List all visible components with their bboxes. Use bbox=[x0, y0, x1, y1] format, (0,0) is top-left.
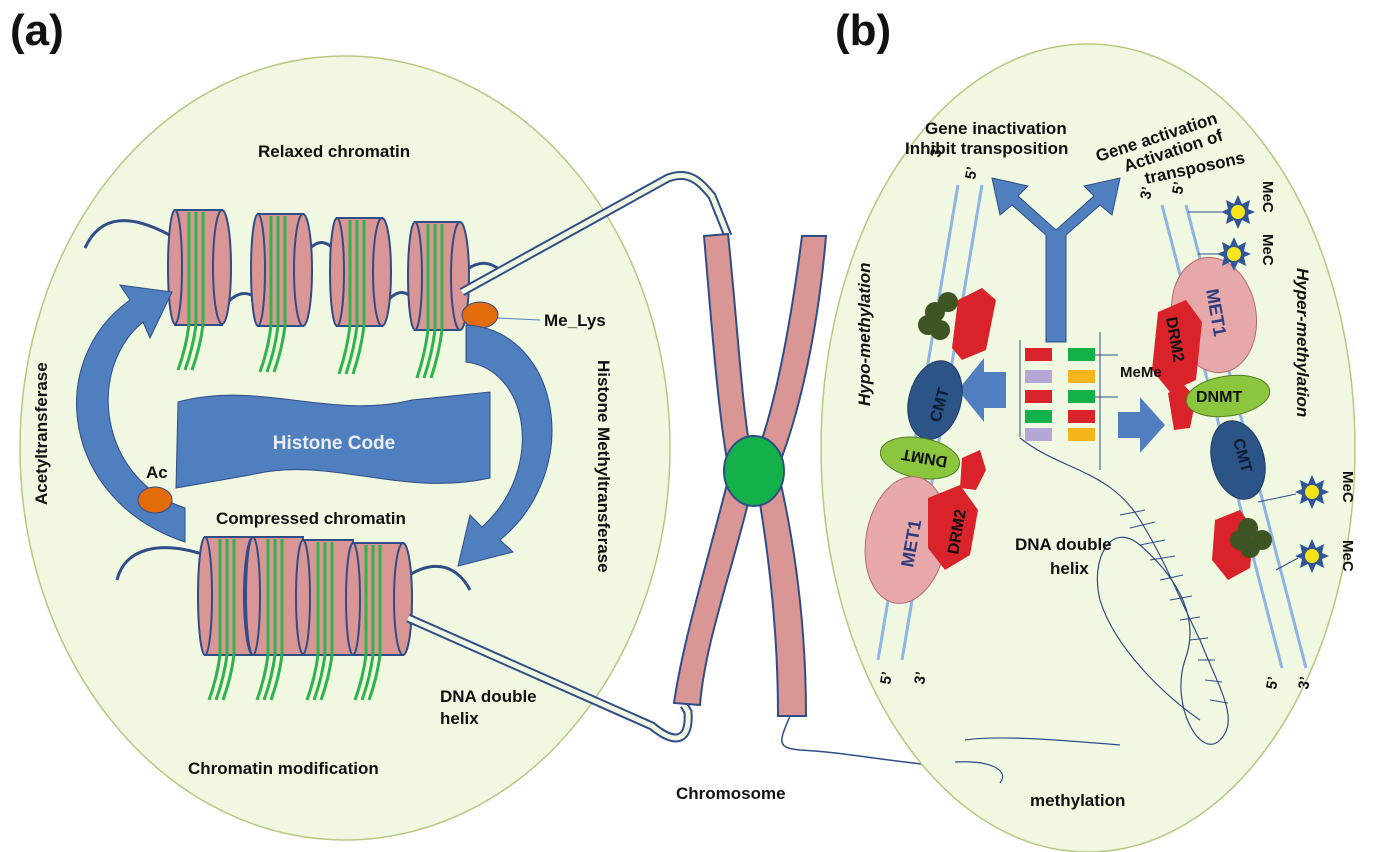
end-label-3-bottom-left: 3’ bbox=[911, 670, 930, 685]
acetyltransferase-label: Acetyltransferase bbox=[32, 362, 51, 505]
cmt-protein-right bbox=[1210, 420, 1266, 500]
drm2-protein-left bbox=[928, 485, 978, 570]
nucleosome bbox=[407, 221, 470, 379]
end-label-3-bottom-right: 3’ bbox=[1295, 675, 1314, 690]
panel-label-a: (a) bbox=[10, 6, 64, 55]
acetyltransferase-arrow bbox=[76, 284, 186, 543]
compressed-chromatin-label: Compressed chromatin bbox=[216, 509, 406, 528]
relaxed-dna-linker bbox=[83, 219, 501, 304]
me-lys-label: Me_Lys bbox=[544, 311, 606, 330]
compressed-nucleosomes bbox=[197, 536, 413, 701]
panel-label-b: (b) bbox=[835, 6, 891, 55]
ac-marker bbox=[137, 486, 173, 514]
panel-a: Me_Lys Histone Code Ac bbox=[19, 55, 733, 841]
end-label-5-bottom-right: 5’ bbox=[1263, 675, 1282, 690]
mec-label-2: MeC bbox=[1259, 234, 1276, 266]
end-label-3-top-right: 3’ bbox=[1137, 185, 1156, 200]
hyper-methylation-label: Hyper-methylation bbox=[1293, 268, 1312, 417]
histone-methyltransferase-label: Histone Methyltransferase bbox=[594, 360, 613, 573]
mec-label-3: MeC bbox=[1339, 471, 1356, 503]
end-label-3-top-left: 3’ bbox=[927, 143, 946, 158]
ac-label: Ac bbox=[146, 463, 168, 482]
chromosome-label: Chromosome bbox=[676, 784, 786, 803]
nucleosome bbox=[167, 209, 232, 371]
end-label-5-top-right: 5’ bbox=[1169, 180, 1188, 195]
hyper-proteins: MET1 DRM2 DNMT CMT bbox=[1152, 256, 1272, 580]
arrow-to-hyper bbox=[1118, 397, 1165, 453]
nucleosome bbox=[295, 539, 354, 701]
nucleosome bbox=[243, 536, 304, 701]
hypo-proteins: CMT DNMT MET1 DRM2 bbox=[864, 288, 996, 604]
histone-code-label: Histone Code bbox=[273, 433, 395, 454]
nucleosome bbox=[329, 217, 392, 375]
relaxed-chromatin-label: Relaxed chromatin bbox=[258, 142, 410, 161]
methylation-label: methylation bbox=[1030, 791, 1125, 810]
me-lys-marker bbox=[461, 301, 499, 329]
centromere bbox=[723, 435, 785, 507]
nucleosome bbox=[197, 536, 254, 701]
end-label-5-top-left: 5’ bbox=[962, 165, 981, 180]
meme-label: MeMe bbox=[1120, 364, 1162, 381]
mec-label-4: MeC bbox=[1339, 540, 1356, 572]
panel-b: CMT DNMT MET1 DRM2 MET1 DRM2 DNMT CMT bbox=[820, 43, 1356, 852]
inhibit-transposition-label: Inhibit transposition bbox=[905, 139, 1068, 158]
gene-inactivation-label: Gene inactivation bbox=[925, 119, 1067, 138]
dnmt-protein-right bbox=[1185, 374, 1271, 418]
nucleosome bbox=[345, 542, 413, 701]
end-label-5-bottom-left: 5’ bbox=[877, 670, 896, 685]
methylation-bars bbox=[1019, 332, 1118, 470]
relaxed-nucleosomes bbox=[167, 209, 470, 379]
dnmt-label-right: DNMT bbox=[1196, 389, 1242, 406]
dna-double-label-b: DNA double bbox=[1015, 535, 1112, 554]
mec-markers bbox=[1188, 195, 1329, 573]
cell-b bbox=[820, 43, 1356, 852]
chromosome: Chromosome bbox=[672, 232, 991, 803]
mec-label-1: MeC bbox=[1259, 181, 1276, 213]
dna-double-label-a: DNA double bbox=[440, 687, 537, 706]
drm2-protein-right bbox=[1152, 300, 1202, 392]
dna-helix-label-a: helix bbox=[440, 709, 479, 728]
arrow-to-hypo bbox=[958, 358, 1006, 422]
activation-y-arrows bbox=[991, 177, 1121, 343]
hypo-methylation-label: Hypo-methylation bbox=[855, 262, 874, 406]
red-block bbox=[952, 288, 996, 360]
histone-methyltransferase-arrow bbox=[457, 324, 553, 567]
nucleosome bbox=[250, 213, 313, 373]
compressed-dna-linker bbox=[115, 546, 472, 591]
dna-helix-label-b: helix bbox=[1050, 559, 1089, 578]
histone-code-banner bbox=[175, 391, 491, 489]
chromatin-modification-label: Chromatin modification bbox=[188, 759, 379, 778]
